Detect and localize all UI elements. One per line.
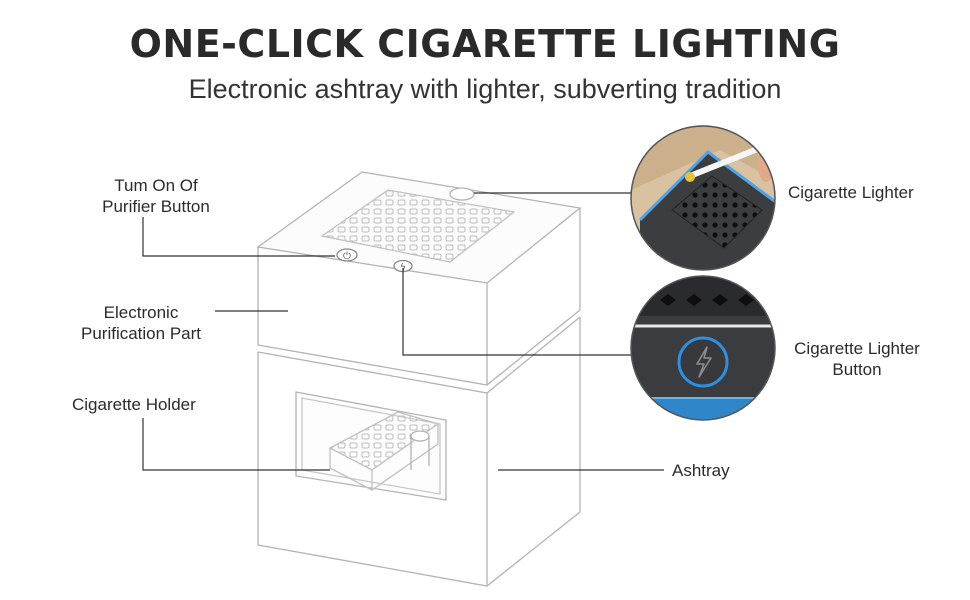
grille-holes — [671, 175, 763, 249]
purifier-power-button — [336, 248, 358, 262]
label-purifier-button-line2: Purifier Button — [102, 197, 210, 216]
label-purifier-button: Tum On Of Purifier Button — [86, 175, 226, 217]
page-title: ONE-CLICK CIGARETTE LIGHTING — [129, 22, 841, 66]
leader-purifier-button — [142, 217, 335, 257]
lightning-icon — [696, 346, 712, 378]
leader-lighter-button — [402, 268, 631, 356]
lid-grille — [320, 189, 516, 263]
lighter-button-detail-photo — [630, 275, 776, 421]
label-purifier-button-line1: Tum On Of — [114, 176, 198, 195]
lighter-button-ring — [677, 336, 729, 388]
label-lighter-button-line2: Button — [832, 360, 882, 379]
lighter-glow — [685, 172, 695, 182]
base-edge — [257, 511, 581, 587]
label-ashtray: Ashtray — [672, 461, 730, 480]
label-lighter-button: Cigarette Lighter Button — [782, 338, 932, 380]
label-cigarette-lighter: Cigarette Lighter — [788, 183, 914, 202]
lighter-detail-photo — [630, 125, 776, 271]
cigarette — [687, 145, 763, 179]
leader-cigarette-holder — [142, 418, 330, 471]
leader-lines — [142, 192, 664, 471]
power-icon: ⏻ — [343, 251, 351, 262]
label-lighter-button-line1: Cigarette Lighter — [794, 339, 920, 358]
label-purification-part-line2: Purification Part — [81, 324, 201, 343]
label-cigarette-holder: Cigarette Holder — [72, 395, 196, 414]
ashtray-device-illustration: ⏻ ϟ — [256, 171, 582, 587]
label-purification-part-line1: Electronic — [103, 303, 179, 322]
page-subtitle: Electronic ashtray with lighter, subvert… — [188, 74, 782, 104]
seam-band — [257, 309, 581, 386]
label-purification-part: Electronic Purification Part — [62, 302, 220, 344]
